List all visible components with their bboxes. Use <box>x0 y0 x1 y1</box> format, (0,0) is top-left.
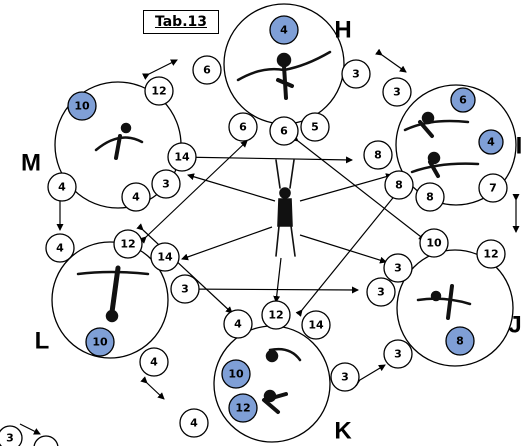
arrow-k-i <box>295 182 406 317</box>
spoke-j <box>299 234 387 264</box>
number-label: 8 <box>374 149 382 162</box>
arrow-l-j <box>170 285 359 294</box>
station-letter-j: J <box>508 312 521 339</box>
number-label: 8 <box>395 179 403 192</box>
number-label: 4 <box>132 191 140 204</box>
figure-k-pair <box>262 347 302 414</box>
number-label: 4 <box>190 417 198 430</box>
figure-center-standing <box>275 159 296 257</box>
arrow-m-i <box>170 153 353 164</box>
number-label: 12 <box>483 248 498 261</box>
figure-h-split <box>236 50 332 100</box>
number-label: 10 <box>426 237 442 250</box>
badge-i-1: 6 <box>459 94 467 107</box>
number-label: 3 <box>6 432 14 445</box>
badge-k-2: 12 <box>235 402 250 415</box>
number-label: 3 <box>377 286 385 299</box>
number-label: 12 <box>268 309 283 322</box>
spoke-k <box>273 257 282 303</box>
table-title: Tab.13 <box>154 14 207 30</box>
number-label: 6 <box>239 121 247 134</box>
number-label: 3 <box>341 371 349 384</box>
number-label: 14 <box>308 319 324 332</box>
station-letter-l: L <box>35 328 50 355</box>
number-label: 14 <box>157 251 173 264</box>
station-letter-m: M <box>21 150 41 177</box>
number-label: 3 <box>162 178 170 191</box>
number-label: 3 <box>181 283 189 296</box>
number-label: 3 <box>394 348 402 361</box>
table-title-box: Tab.13 <box>143 10 219 34</box>
station-letter-i: I <box>516 133 523 160</box>
badge-m-1: 10 <box>74 100 90 113</box>
number-label: 3 <box>393 86 401 99</box>
arrow-legend <box>19 423 41 435</box>
figure-i-upper <box>403 111 470 138</box>
figure-i-lower <box>410 151 480 178</box>
arrow-m-k <box>136 223 233 314</box>
number-label: 6 <box>280 125 288 138</box>
connector-arrows <box>19 48 520 435</box>
number-label: 6 <box>203 64 211 77</box>
spoke-l <box>181 226 273 261</box>
station-letter-h: H <box>334 17 351 44</box>
gymnast-figures <box>76 50 480 414</box>
station-j-circle <box>396 249 514 367</box>
number-label: 7 <box>489 182 497 195</box>
figure-l-handstand <box>76 265 150 323</box>
badge-h-1: 4 <box>280 24 288 37</box>
spoke-m <box>187 173 276 202</box>
badge-l-1: 10 <box>92 336 108 349</box>
number-label: 5 <box>311 121 319 134</box>
number-label: 12 <box>120 238 135 251</box>
arrow-l-k-bottom <box>140 376 165 400</box>
figure-m-split <box>94 122 144 160</box>
badge-i-2: 4 <box>487 136 495 149</box>
number-label: 8 <box>426 191 434 204</box>
number-label: 4 <box>56 242 64 255</box>
badge-j-1: 8 <box>456 335 464 348</box>
arrow-k-j-bottom <box>353 364 386 387</box>
station-l-circle <box>51 241 169 359</box>
number-label: 3 <box>352 68 360 81</box>
arrow-m-h-top <box>142 59 178 80</box>
number-label: 12 <box>151 85 166 98</box>
number-label: 4 <box>150 356 158 369</box>
number-label: 4 <box>58 181 66 194</box>
number-label: 14 <box>174 151 190 164</box>
number-label: 4 <box>234 318 242 331</box>
figure-j-leap <box>416 284 472 320</box>
station-letter-k: K <box>334 418 352 445</box>
number-circles <box>45 55 508 438</box>
badge-k-1: 10 <box>228 368 244 381</box>
blue-badges <box>67 15 504 423</box>
arrow-l-h <box>139 140 248 244</box>
legend-circles <box>0 425 59 446</box>
number-label: 3 <box>394 262 402 275</box>
spoke-i <box>299 173 393 202</box>
arrow-h-i-top <box>375 48 407 73</box>
